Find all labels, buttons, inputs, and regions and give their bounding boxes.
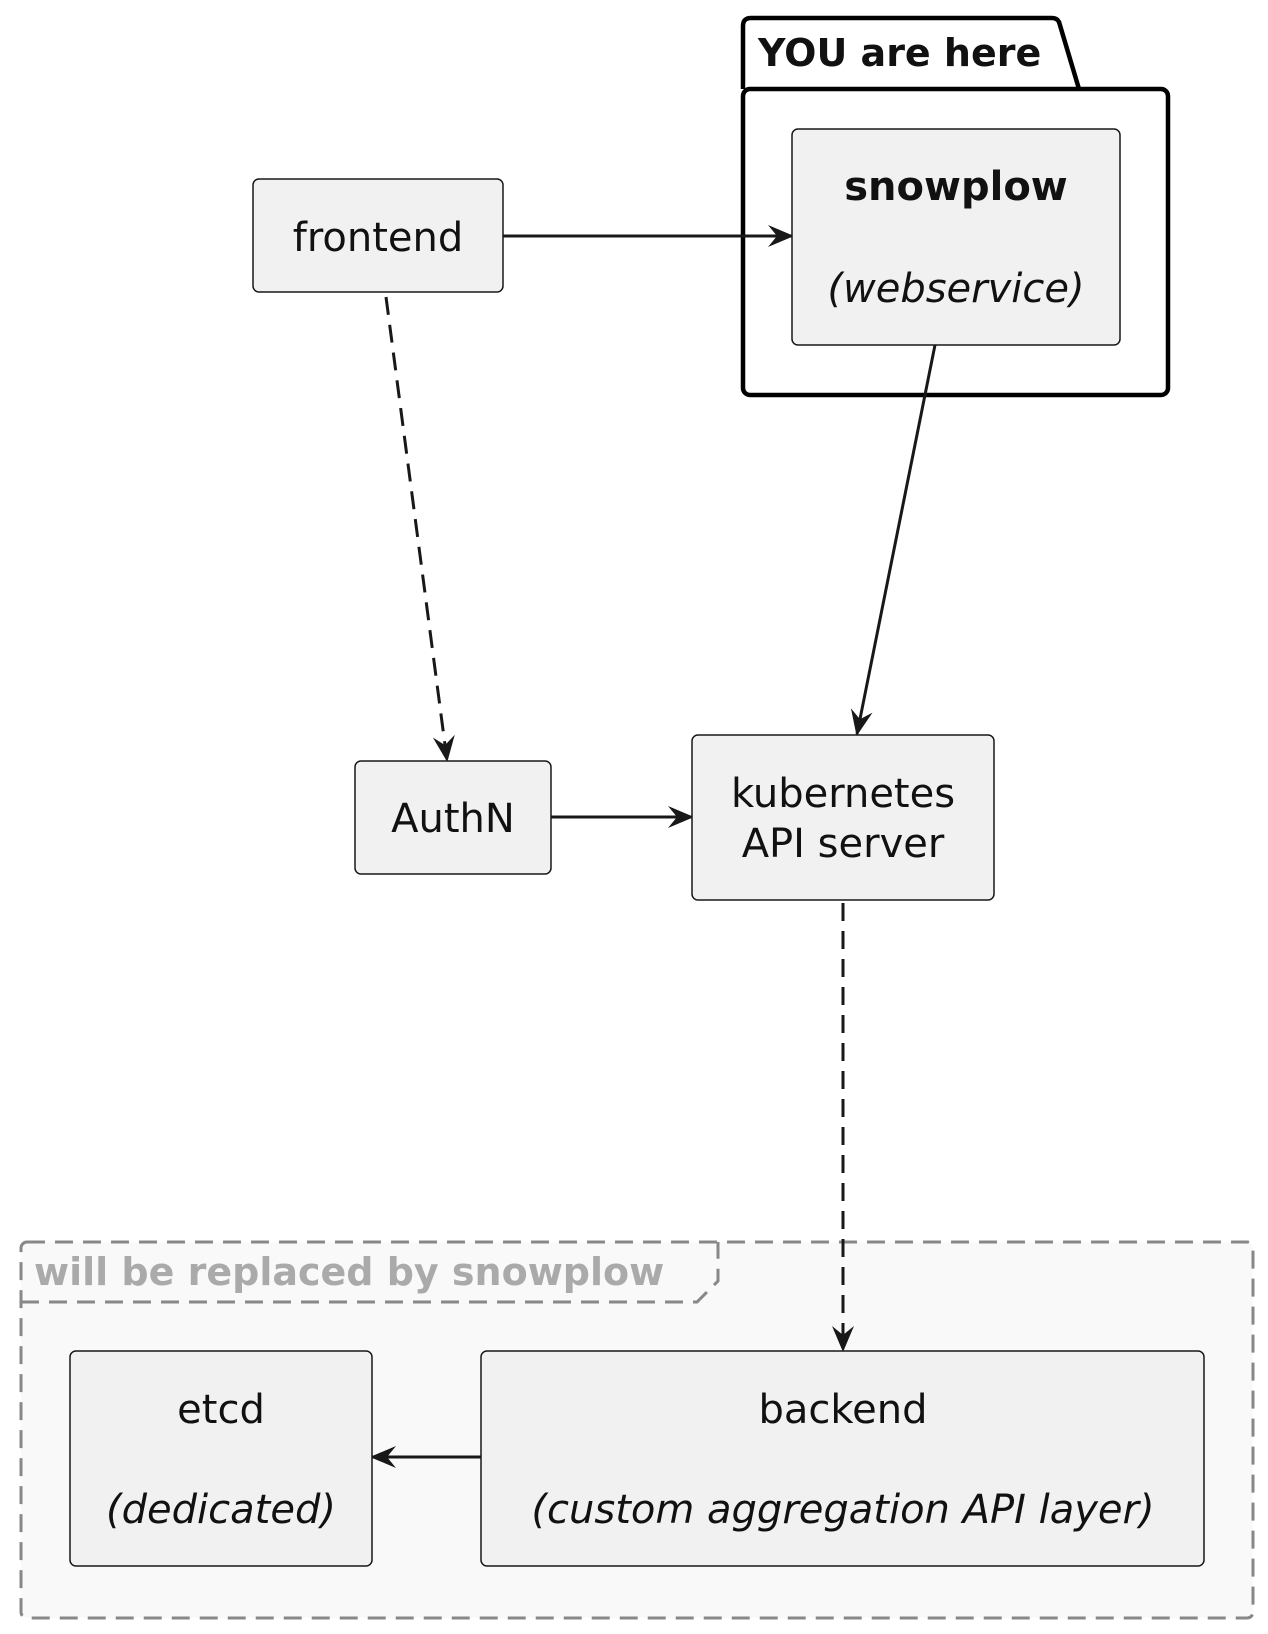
node-snowplow-subtitle: (webservice) (827, 266, 1084, 312)
replaced-group-title: will be replaced by snowplow (34, 1250, 664, 1294)
node-authn-label: AuthN (391, 796, 515, 842)
you-are-here-title: YOU are here (757, 31, 1041, 75)
node-etcd[interactable]: etcd (dedicated) (69, 1350, 373, 1567)
edge-frontend-to-authn (384, 296, 455, 762)
node-kubernetes-line2: API server (742, 821, 945, 867)
node-backend-subtitle: (custom aggregation API layer) (531, 1487, 1154, 1533)
node-backend-title: backend (759, 1387, 928, 1433)
node-snowplow[interactable]: snowplow (webservice) (791, 128, 1121, 346)
node-kubernetes-api-server[interactable]: kubernetes API server (691, 734, 995, 901)
node-etcd-title: etcd (177, 1387, 265, 1433)
node-backend[interactable]: backend (custom aggregation API layer) (480, 1350, 1205, 1567)
node-etcd-subtitle: (dedicated) (106, 1487, 336, 1533)
node-frontend-label: frontend (293, 215, 464, 261)
edge-snowplow-to-kubernetes (850, 344, 937, 736)
edges (370, 225, 937, 1468)
node-frontend[interactable]: frontend (252, 178, 504, 293)
node-kubernetes-line1: kubernetes (731, 771, 955, 817)
node-snowplow-title: snowplow (844, 164, 1068, 210)
node-authn[interactable]: AuthN (354, 760, 552, 875)
